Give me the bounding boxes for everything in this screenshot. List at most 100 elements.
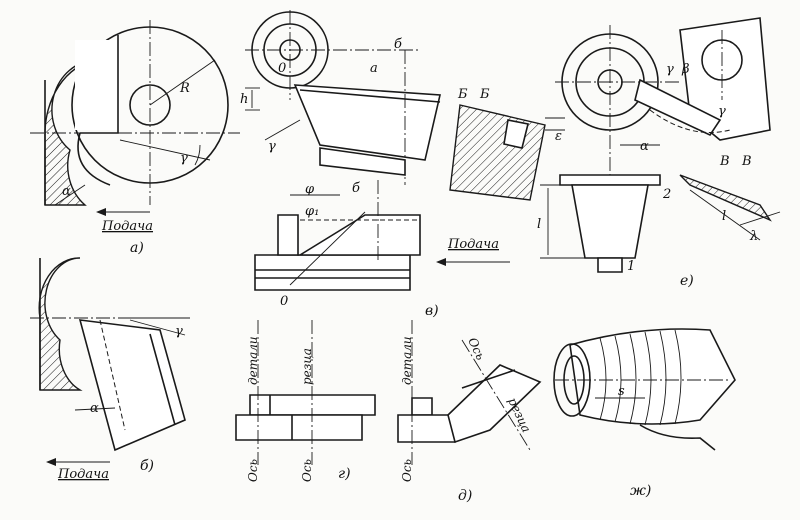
- panel-v-mid-diag: [289, 211, 366, 286]
- panel-d-axis-label-1: Ось: [400, 459, 414, 482]
- panel-g-caption: г): [338, 466, 351, 482]
- panel-b-workpiece: [38, 257, 83, 391]
- panel-b-tool-dash: [99, 319, 126, 431]
- panel-b-tool-body: [78, 319, 186, 452]
- panel-v-mid-label-phi: φ: [305, 182, 315, 197]
- panel-vv-label-2: В: [741, 154, 752, 169]
- panel-zh-body: [569, 328, 736, 425]
- panel-zh-label-s: s: [618, 384, 625, 399]
- panel-bb-label-1: Б: [457, 87, 468, 102]
- panel-b-gamma-line: [129, 319, 186, 336]
- panel-v-mid-cutter: [297, 214, 421, 256]
- panel-d-inclined: детали Ось Ось резца д): [397, 320, 542, 504]
- panel-bb-notch: [503, 119, 529, 149]
- panel-d-cutter: [447, 364, 542, 444]
- panel-zh-workpiece: s ж): [553, 328, 736, 499]
- panel-d-caption: д): [458, 488, 472, 504]
- panel-v-mid-plan: φ φ₁ б 0 в): [254, 180, 439, 319]
- panel-e-cone-body: [571, 184, 649, 259]
- panel-g-axis-label-2: Ось: [300, 459, 314, 482]
- panel-e-label-gamma: γ: [718, 104, 726, 119]
- panel-v-mid-label-0: 0: [280, 294, 288, 309]
- panel-g-lower-block: [235, 414, 363, 441]
- panel-g-detail-label: детали: [246, 336, 260, 385]
- panel-a-feed-label: Подача: [101, 219, 153, 234]
- panel-a-alpha-line: [54, 184, 86, 206]
- panel-a-label-gamma: γ: [180, 151, 188, 166]
- panel-g-upper-block: [249, 394, 376, 416]
- panel-v-top-prismatic: h 0 б а γ: [240, 10, 441, 185]
- panel-g-cutter-label: резца: [300, 348, 314, 385]
- panel-a-label-R: R: [179, 81, 190, 96]
- panel-vv-label-l: l: [722, 209, 726, 224]
- panel-d-detail-body: [397, 414, 456, 443]
- panel-g-axis-label-1: Ось: [246, 459, 260, 482]
- panel-v-mid-stub: [277, 214, 299, 256]
- panel-b-label-alpha: α: [90, 401, 99, 416]
- panel-b-caption: б): [140, 458, 154, 474]
- panel-b-feed-label: Подача: [57, 467, 109, 482]
- panel-zh-groove-6: [674, 329, 682, 425]
- panel-a-round-tool: R γ α Подача а): [30, 20, 240, 256]
- panel-e-label-alpha: α: [640, 139, 649, 154]
- panel-d-cutter-label: резца: [505, 395, 533, 434]
- panel-a-tool-edge: [77, 132, 111, 186]
- panel-bb-label-2: Б: [479, 87, 490, 102]
- panel-a-radius-line: [149, 59, 216, 106]
- panel-b-label-gamma: γ: [175, 324, 183, 339]
- panel-b-flat-tool: γ α Подача б): [30, 257, 190, 482]
- panel-e-blade: [634, 78, 722, 137]
- panel-b-tool-line: [149, 333, 176, 426]
- panel-zh-groove-4: [644, 331, 652, 426]
- panel-e-tangential: γ β γ α l 2 1 е): [537, 17, 771, 289]
- panel-v-label-b: б: [394, 37, 402, 52]
- panel-a-gamma-arc: [194, 144, 201, 166]
- panel-bb-feed-label: Подача: [447, 237, 499, 252]
- panel-bb-label-eps: ε: [555, 129, 562, 144]
- panel-v-gamma-line: [264, 119, 301, 141]
- panel-e-label-1: 1: [627, 259, 635, 274]
- panel-v-label-0: 0: [278, 61, 286, 76]
- panel-e-label-2: 2: [662, 187, 671, 202]
- panel-d-detail-top: [411, 397, 433, 416]
- panel-bb-body: [449, 104, 546, 201]
- panel-vv-section: В В l λ: [679, 154, 781, 244]
- panel-vv-l-line: [689, 189, 761, 241]
- panel-zh-caption: ж): [630, 483, 651, 499]
- panel-e-cone-top: [559, 174, 661, 186]
- panel-bb-section: Б Б ε Подача: [436, 87, 565, 266]
- panel-e-label-gamma-top: γ: [666, 62, 674, 77]
- panel-v-mid-caption: в): [425, 303, 439, 319]
- panel-zh-groove-5: [659, 330, 667, 426]
- panel-zh-groove-2: [614, 335, 622, 423]
- panel-b-feed-arrowhead: [46, 458, 56, 466]
- panel-e-cone-stub: [597, 257, 623, 273]
- panel-v-tool-body: [293, 84, 441, 161]
- panel-zh-groove-1: [599, 337, 607, 421]
- panel-zh-groove-3: [629, 333, 637, 425]
- panel-e-label-l: l: [537, 217, 541, 232]
- panel-v-label-a: а: [370, 61, 378, 76]
- panel-a-caption: а): [130, 240, 144, 256]
- panel-v-label-h: h: [240, 92, 248, 107]
- panel-vv-label-1: В: [719, 154, 730, 169]
- panel-v-mid-label-phi1: φ₁: [305, 204, 319, 219]
- panel-a-label-alpha: α: [62, 184, 71, 199]
- panel-e-caption: е): [680, 273, 694, 289]
- panel-v-mid-work: [254, 254, 411, 291]
- panel-e-label-beta: β: [681, 62, 690, 77]
- panel-vv-label-lambda: λ: [749, 229, 758, 244]
- panel-a-tool-cut: [75, 40, 120, 130]
- panel-e-blade-dash: [649, 109, 731, 133]
- panel-d-detail-label: детали: [400, 336, 414, 385]
- panel-bb-feed-arrowhead: [436, 258, 446, 266]
- panel-b-alpha-line: [74, 407, 116, 411]
- panel-a-gamma-line: [119, 139, 211, 161]
- panel-vv-lambda-line: [739, 211, 781, 226]
- panel-g-axes: детали резца Ось Ось г): [235, 320, 376, 482]
- panel-d-cutter-line: [461, 369, 516, 389]
- panel-d-axis-label-2: Ось: [465, 335, 487, 362]
- panel-v-tool-face: [299, 89, 441, 103]
